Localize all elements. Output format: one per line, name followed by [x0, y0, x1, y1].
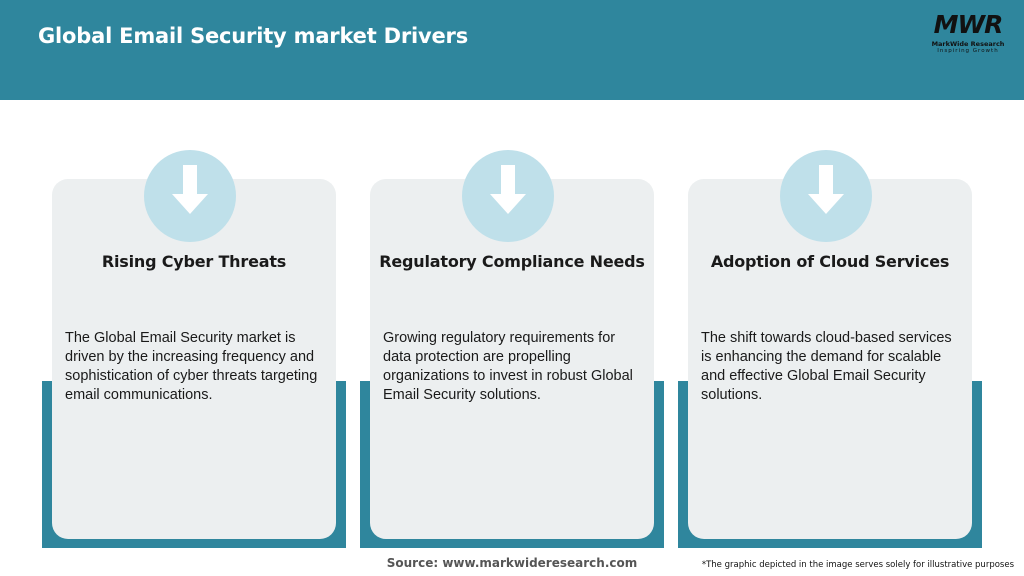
driver-card-regulatory-compliance: Regulatory Compliance Needs Growing regu…: [360, 150, 664, 548]
driver-card-rising-cyber-threats: Rising Cyber Threats The Global Email Se…: [42, 150, 346, 548]
driver-title: Regulatory Compliance Needs: [379, 252, 645, 271]
logo-mark: MWR: [933, 10, 1004, 39]
source-link[interactable]: Source: www.markwideresearch.com: [386, 556, 638, 570]
arrow-down-icon: [462, 150, 554, 242]
logo-name: MarkWide Research: [931, 40, 1005, 48]
company-logo: MWR MarkWide Research Inspiring Growth: [922, 12, 1014, 56]
disclaimer-note: *The graphic depicted in the image serve…: [701, 560, 1014, 570]
logo-tagline: Inspiring Growth: [937, 48, 999, 54]
driver-description: The Global Email Security market is driv…: [65, 330, 318, 403]
driver-card-cloud-services: Adoption of Cloud Services The shift tow…: [678, 150, 982, 548]
header-banner: Global Email Security market Drivers MWR…: [0, 0, 1024, 100]
page-title: Global Email Security market Drivers: [38, 24, 469, 48]
arrow-down-icon: [144, 150, 236, 242]
driver-description: The shift towards cloud-based services i…: [701, 330, 952, 403]
arrow-down-icon: [780, 150, 872, 242]
driver-title: Adoption of Cloud Services: [710, 252, 950, 271]
driver-title: Rising Cyber Threats: [101, 252, 287, 271]
driver-description: Growing regulatory requirements for data…: [383, 330, 633, 403]
